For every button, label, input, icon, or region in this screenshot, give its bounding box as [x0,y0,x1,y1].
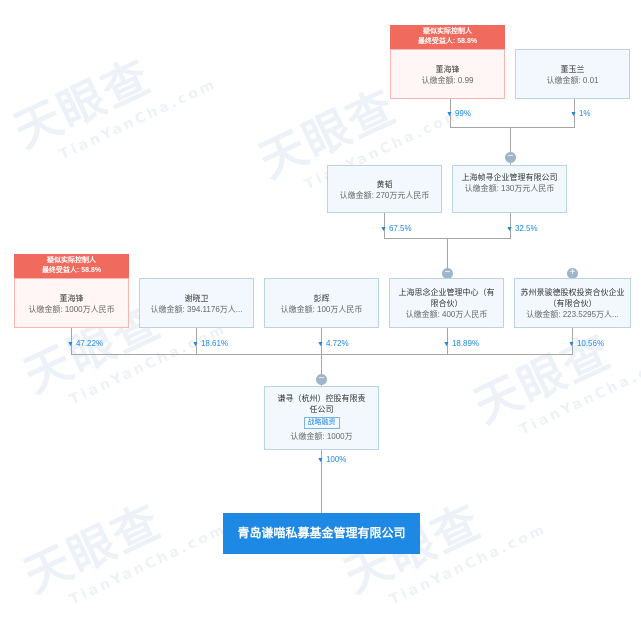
share-percent: ▼18.89% [443,339,480,348]
shareholder-node[interactable]: 彭辉 认缴金额: 100万人民币 [264,278,379,328]
down-arrow-icon: ▼ [568,341,575,348]
share-percent: ▼47.22% [67,339,104,348]
connector-line [450,127,575,128]
connector-line [510,213,511,238]
shareholder-node[interactable]: 上海帧寻企业管理有限公司 认缴金额: 130万元人民币 [452,165,567,213]
connector-line [447,328,448,354]
shareholder-amount: 认缴金额: 394.1176万人... [150,305,243,314]
share-percent: ▼32.5% [506,224,538,233]
shareholder-amount: 认缴金额: 0.01 [546,76,599,85]
shareholder-amount: 认缴金额: 0.99 [421,76,474,85]
connector-line [447,238,448,276]
connector-line [574,99,575,127]
controller-badge: 疑似实际控制人最终受益人: 58.8% [14,254,129,278]
connector-line [510,127,511,165]
connector-line [71,328,72,354]
shareholder-amount: 认缴金额: 1000万人民币 [28,305,115,314]
connector-line [71,354,573,355]
down-arrow-icon: ▼ [506,226,513,233]
controller-badge: 疑似实际控制人最终受益人: 58.8% [390,25,505,49]
connector-line [321,354,322,386]
shareholder-node[interactable]: 董海锋 认缴金额: 1000万人民币 [14,278,129,328]
shareholder-node[interactable]: 董海锋 认缴金额: 0.99 [390,49,505,99]
connector-line [384,213,385,238]
company-amount: 认缴金额: 1000万 [290,432,353,441]
shareholder-name: 谢晓卫 [184,294,209,303]
share-percent: ▼67.5% [380,224,412,233]
shareholder-name: 董海锋 [435,65,460,74]
shareholder-name: 黄韬 [376,180,393,189]
collapse-toggle-icon[interactable]: − [505,152,516,163]
share-percent: ▼99% [446,109,471,118]
shareholder-amount: 认缴金额: 100万人民币 [280,305,363,314]
target-company-name: 青岛谦喵私募基金管理有限公司 [237,526,406,540]
down-arrow-icon: ▼ [317,341,324,348]
shareholder-node[interactable]: 苏州景骏德股权投资合伙企业（有限合伙） 认缴金额: 223.5295万人... [514,278,631,328]
down-arrow-icon: ▼ [443,341,450,348]
company-name: 谦寻（杭州）控股有限责任公司 [277,394,366,414]
shareholder-name: 董海锋 [59,294,84,303]
collapse-toggle-icon[interactable]: − [316,374,327,385]
collapse-toggle-icon[interactable]: − [442,268,453,279]
shareholder-node[interactable]: 黄韬 认缴金额: 270万元人民币 [327,165,442,213]
shareholder-name: 彭辉 [313,294,330,303]
down-arrow-icon: ▼ [67,341,74,348]
connector-line [450,99,451,127]
share-percent: ▼18.61% [192,339,229,348]
shareholder-node[interactable]: 谢晓卫 认缴金额: 394.1176万人... [139,278,254,328]
financing-tag: 战略融资 [303,417,340,429]
expand-toggle-icon[interactable]: + [567,268,578,279]
shareholder-amount: 认缴金额: 270万元人民币 [339,191,430,200]
shareholder-name: 董玉兰 [560,65,585,74]
down-arrow-icon: ▼ [570,111,577,118]
company-node[interactable]: 谦寻（杭州）控股有限责任公司 战略融资 认缴金额: 1000万 [264,386,379,450]
shareholder-amount: 认缴金额: 400万人民币 [405,310,488,319]
share-percent: ▼10.56% [568,339,605,348]
shareholder-name: 苏州景骏德股权投资合伙企业（有限合伙） [520,288,625,308]
connector-line [196,328,197,354]
shareholder-node[interactable]: 董玉兰 认缴金额: 0.01 [515,49,630,99]
down-arrow-icon: ▼ [317,457,324,464]
shareholder-name: 上海帧寻企业管理有限公司 [461,173,558,182]
down-arrow-icon: ▼ [446,111,453,118]
share-percent: ▼4.72% [317,339,349,348]
shareholder-amount: 认缴金额: 130万元人民币 [464,184,555,193]
down-arrow-icon: ▼ [380,226,387,233]
connector-line [321,450,322,513]
shareholder-node[interactable]: 上海思念企业管理中心（有限合伙） 认缴金额: 400万人民币 [389,278,504,328]
shareholder-name: 上海思念企业管理中心（有限合伙） [398,288,495,308]
connector-line [321,328,322,354]
share-percent: ▼100% [317,455,347,464]
shareholder-amount: 认缴金额: 223.5295万人... [526,310,619,319]
connector-line [572,328,573,354]
target-company[interactable]: 青岛谦喵私募基金管理有限公司 [223,513,420,554]
share-percent: ▼1% [570,109,591,118]
down-arrow-icon: ▼ [192,341,199,348]
